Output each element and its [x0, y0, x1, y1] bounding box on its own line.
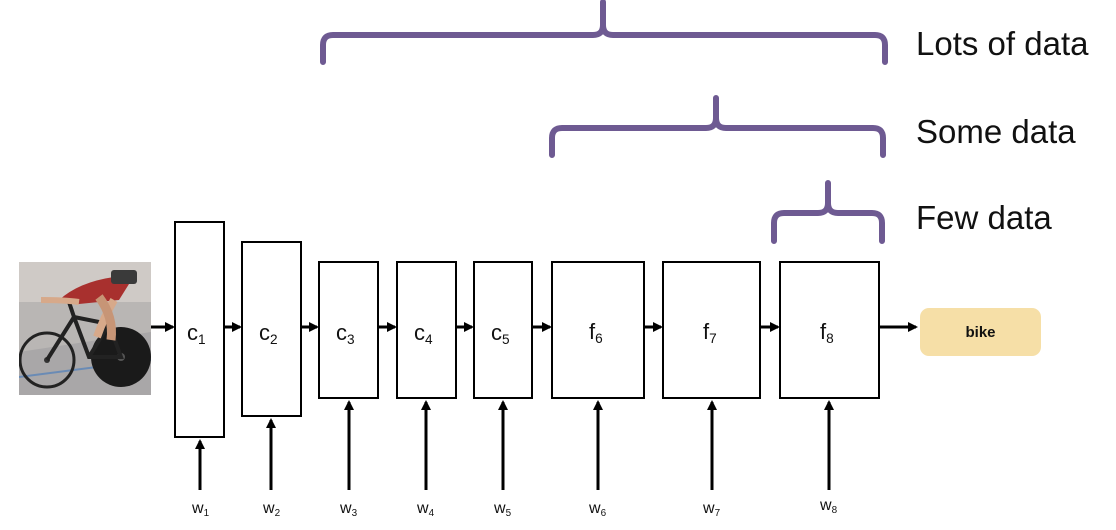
layer-box-f7 [662, 261, 761, 399]
layer-label-f6: f6 [589, 319, 603, 346]
weight-label-w8: w8 [820, 497, 838, 516]
bracket-few-data [771, 180, 885, 244]
input-photo-cyclist [19, 262, 151, 395]
output-label-bike: bike [920, 308, 1041, 356]
layer-label-f7: f7 [703, 319, 717, 346]
weight-label-w4: w4 [417, 500, 435, 519]
weight-label-w3: w3 [340, 500, 358, 519]
weight-label-w5: w5 [494, 500, 512, 519]
bracket-label-some-data: Some data [916, 113, 1076, 150]
bracket-label-lots-of-data: Lots of data [916, 25, 1089, 62]
layer-label-c2: c2 [259, 320, 278, 347]
weight-label-w2: w2 [263, 500, 281, 519]
layer-box-f8 [779, 261, 880, 399]
layer-label-c5: c5 [491, 320, 510, 347]
layer-label-c1: c1 [187, 320, 206, 347]
weight-label-w1: w1 [192, 500, 210, 519]
layer-box-c2 [241, 241, 302, 417]
weight-label-w7: w7 [703, 500, 721, 519]
layer-box-c1 [174, 221, 225, 438]
layer-box-c3 [318, 261, 379, 399]
weight-label-w6: w6 [589, 500, 607, 519]
layer-label-f8: f8 [820, 319, 834, 346]
layer-box-f6 [551, 261, 645, 399]
bracket-label-few-data: Few data [916, 199, 1052, 236]
bracket-some-data [549, 95, 886, 158]
output-label-text: bike [965, 323, 996, 341]
layer-label-c4: c4 [414, 320, 433, 347]
layer-box-c5 [473, 261, 533, 399]
bracket-lots-of-data [320, 0, 888, 65]
layer-label-c3: c3 [336, 320, 355, 347]
layer-box-c4 [396, 261, 457, 399]
